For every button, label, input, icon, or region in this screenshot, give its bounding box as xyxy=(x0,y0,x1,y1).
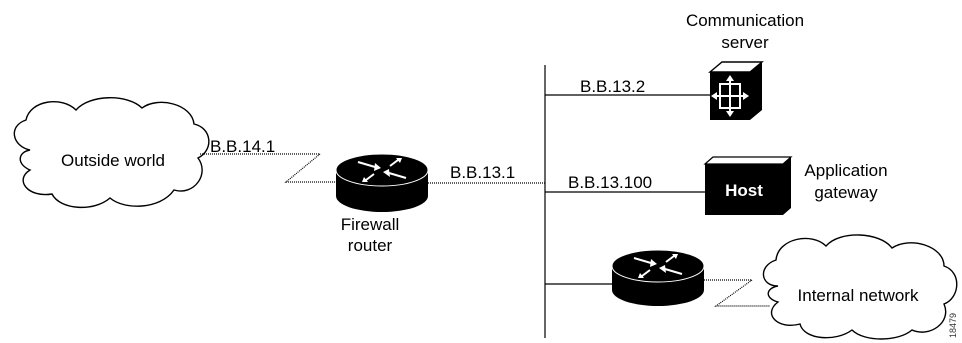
comm-server-label-line2: server xyxy=(721,33,769,52)
firewall-router-label-line2: router xyxy=(348,236,393,255)
outside-world-cloud xyxy=(13,97,210,209)
firewall-router-label-line1: Firewall xyxy=(341,215,400,234)
app-gateway-label-line2: gateway xyxy=(814,183,878,202)
outside-world-label: Outside world xyxy=(61,151,165,170)
figure-id: 18479 xyxy=(948,313,958,338)
host-icon xyxy=(703,156,793,215)
comm-server-ip-label: B.B.13.2 xyxy=(580,77,645,96)
host-ip-label: B.B.13.100 xyxy=(568,173,652,192)
firewall-ip-label: B.B.13.1 xyxy=(450,163,515,182)
internal-network-label: Internal network xyxy=(798,286,919,305)
communication-server-icon xyxy=(708,61,764,120)
comm-server-label-line1: Communication xyxy=(686,11,804,30)
host-label: Host xyxy=(725,181,763,200)
internal-router-icon xyxy=(611,249,705,306)
app-gateway-label-line1: Application xyxy=(804,161,887,180)
outside-ip-label: B.B.14.1 xyxy=(210,137,275,156)
serial-link-internal xyxy=(704,279,770,307)
firewall-router-icon xyxy=(335,153,429,212)
internal-network-cloud xyxy=(762,234,958,340)
serial-link-outside xyxy=(200,153,344,183)
